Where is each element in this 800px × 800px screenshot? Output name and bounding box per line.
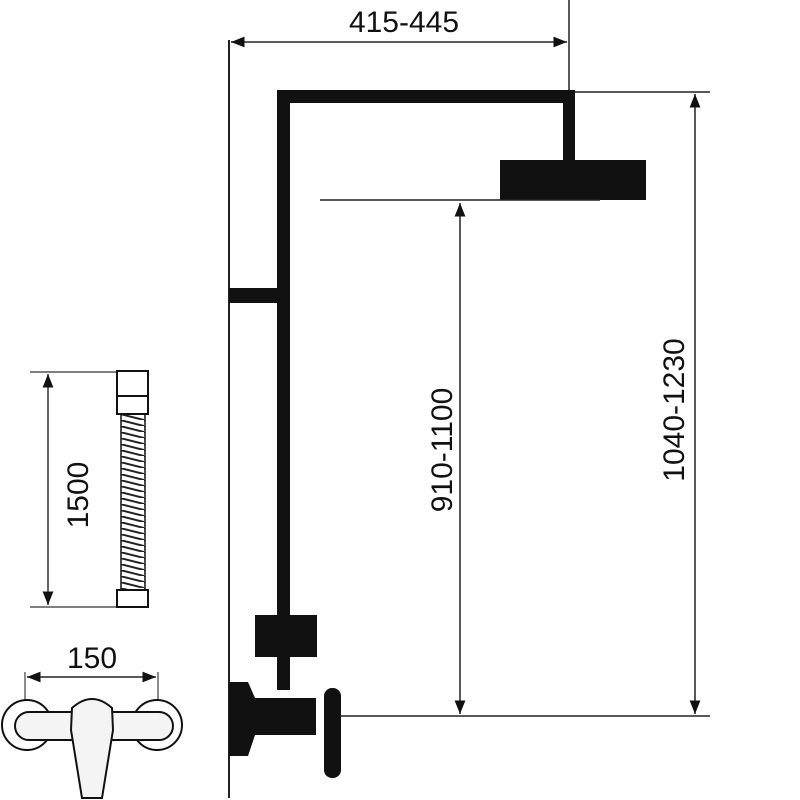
hose-drawing: 1500 <box>30 370 149 608</box>
diverter-block <box>255 615 317 657</box>
head-height-label: 910-1100 <box>426 388 459 513</box>
shower-column <box>229 90 646 690</box>
mixer-front-view: 150 <box>1 642 183 799</box>
shower-head <box>500 160 646 200</box>
total-height-label: 1040-1230 <box>658 338 691 481</box>
arm-length-dimension: 415-445 <box>231 0 570 92</box>
mixer-side-view <box>229 682 341 778</box>
mixer-spacing-label: 150 <box>67 642 117 675</box>
arm-length-label: 415-445 <box>349 6 459 39</box>
total-height-dimension: 1040-1230 <box>658 94 701 714</box>
hose-length-label: 1500 <box>62 462 95 529</box>
head-height-dimension: 910-1100 <box>426 203 466 714</box>
wall-bracket <box>229 288 289 303</box>
